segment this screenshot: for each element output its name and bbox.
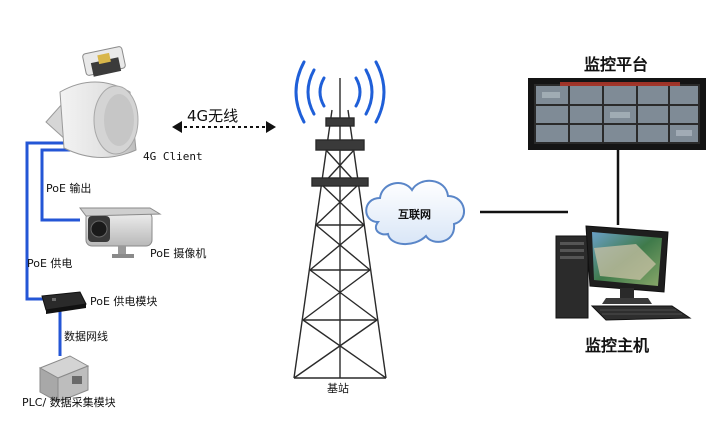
internet-cloud-icon	[365, 180, 465, 245]
plc-module-label: PLC/ 数据采集模块	[22, 396, 116, 409]
video-wall-icon	[528, 78, 706, 150]
poe-module-icon	[41, 291, 87, 314]
wireless-arrow	[172, 121, 276, 133]
signal-waves-icon	[294, 60, 386, 124]
data-cable-label: 数据网线	[64, 330, 108, 343]
camera-label: PoE 摄像机	[150, 247, 207, 260]
base-station-label: 基站	[327, 382, 349, 395]
cable-cpe-to-camera	[40, 148, 80, 222]
base-station-tower-icon	[293, 78, 387, 379]
blue-cables	[25, 141, 80, 356]
monitoring-host-icon	[555, 225, 692, 321]
network-lines	[480, 150, 620, 225]
poe-supply-label: PoE 供电	[27, 257, 73, 270]
wireless-link-label: 4G无线	[187, 107, 239, 125]
monitoring-platform-label: 监控平台	[584, 55, 649, 74]
internet-label: 互联网	[398, 208, 431, 221]
cpe-device-icon	[45, 81, 139, 159]
plc-module-icon	[38, 355, 90, 403]
poe-output-label: PoE 输出	[46, 182, 92, 195]
cable-cpe-to-poe	[25, 141, 68, 301]
poe-module-label: PoE 供电模块	[90, 295, 158, 308]
client-label: 4G Client	[143, 150, 203, 163]
monitoring-host-label: 监控主机	[585, 336, 650, 355]
sim-card-icon	[82, 46, 126, 77]
camera-icon	[79, 207, 162, 258]
